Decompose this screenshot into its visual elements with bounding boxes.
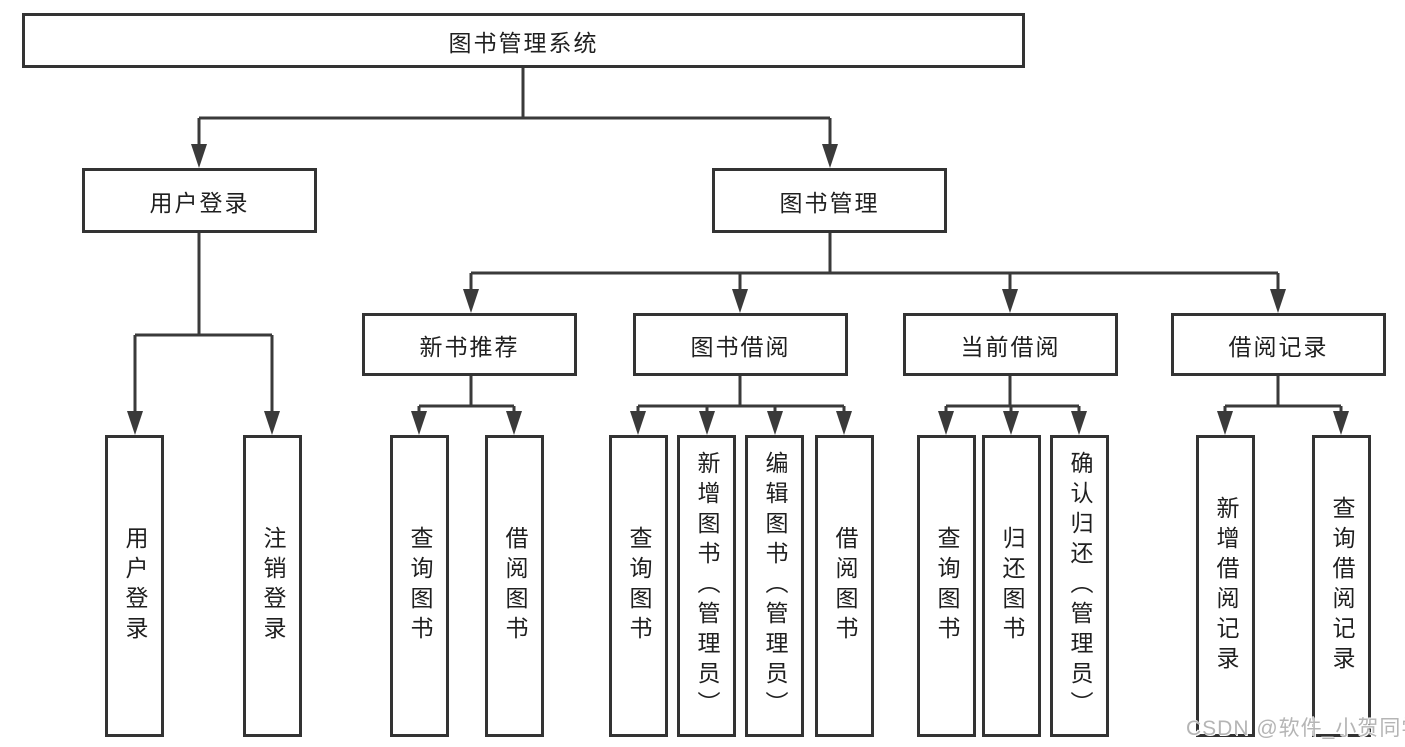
- connector-current-borrow-to-leaves: [938, 376, 1087, 435]
- node-new-book-recommend: 新书推荐: [362, 313, 577, 376]
- connector-borrow-record-to-leaves: [1217, 376, 1349, 435]
- node-label: 确认归还（管理员）: [1067, 451, 1093, 721]
- leaf-cb-confirm-return-admin: 确认归还（管理员）: [1050, 435, 1109, 737]
- leaf-br-add-record: 新增借阅记录: [1196, 435, 1255, 737]
- node-label: 查询借阅记录: [1329, 496, 1355, 676]
- arrow-head: [1333, 411, 1349, 435]
- node-label: 新增图书（管理员）: [694, 451, 720, 721]
- arrow-head: [1002, 289, 1018, 313]
- arrow-head: [1270, 289, 1286, 313]
- connector-book-borrow-to-leaves: [630, 376, 852, 435]
- node-label: 编辑图书（管理员）: [762, 451, 788, 721]
- arrow-head: [264, 411, 280, 435]
- arrow-head: [699, 411, 715, 435]
- node-root-system: 图书管理系统: [22, 13, 1025, 68]
- node-label: 图书管理系统: [448, 29, 599, 56]
- arrow-head: [630, 411, 646, 435]
- node-book-borrow: 图书借阅: [633, 313, 848, 376]
- arrow-head: [506, 411, 522, 435]
- connector-root-to-level2: [191, 68, 838, 168]
- node-label: 新书推荐: [419, 333, 520, 360]
- connector-user-login-to-leaves: [127, 233, 280, 435]
- node-label: 归还图书: [999, 526, 1025, 646]
- leaf-bb-add-books-admin: 新增图书（管理员）: [677, 435, 736, 737]
- node-label: 用户登录: [149, 189, 250, 216]
- node-label: 图书借阅: [690, 333, 791, 360]
- leaf-br-query-record: 查询借阅记录: [1312, 435, 1371, 737]
- node-label: 图书管理: [779, 189, 880, 216]
- node-book-management: 图书管理: [712, 168, 947, 233]
- arrow-head: [822, 144, 838, 168]
- node-user-login: 用户登录: [82, 168, 317, 233]
- arrow-head: [191, 144, 207, 168]
- leaf-user-login: 用户登录: [105, 435, 164, 737]
- arrow-head: [836, 411, 852, 435]
- node-label: 查询图书: [626, 526, 652, 646]
- node-label: 注销登录: [260, 526, 286, 646]
- leaf-nbr-query-books: 查询图书: [390, 435, 449, 737]
- arrow-head: [463, 289, 479, 313]
- node-borrow-record: 借阅记录: [1171, 313, 1386, 376]
- arrow-head: [767, 411, 783, 435]
- connector-book-management-to-level3: [463, 233, 1286, 313]
- node-label: 用户登录: [122, 526, 148, 646]
- node-label: 当前借阅: [960, 333, 1061, 360]
- node-label: 新增借阅记录: [1213, 496, 1239, 676]
- leaf-logout: 注销登录: [243, 435, 302, 737]
- arrow-head: [1003, 411, 1019, 435]
- connector-new-book-recommend-to-leaves: [411, 376, 522, 435]
- watermark: CSDN @软件_小贺同学: [1186, 717, 1405, 740]
- arrow-head: [1217, 411, 1233, 435]
- node-label: 借阅图书: [502, 526, 528, 646]
- leaf-cb-return-books: 归还图书: [982, 435, 1041, 737]
- leaf-cb-query-books: 查询图书: [917, 435, 976, 737]
- leaf-bb-query-books: 查询图书: [609, 435, 668, 737]
- leaf-bb-edit-books-admin: 编辑图书（管理员）: [745, 435, 804, 737]
- arrow-head: [938, 411, 954, 435]
- node-current-borrow: 当前借阅: [903, 313, 1118, 376]
- arrow-head: [732, 289, 748, 313]
- arrow-head: [127, 411, 143, 435]
- node-label: 借阅图书: [832, 526, 858, 646]
- leaf-nbr-borrow-books: 借阅图书: [485, 435, 544, 737]
- arrow-head: [411, 411, 427, 435]
- leaf-bb-borrow-books: 借阅图书: [815, 435, 874, 737]
- node-label: 借阅记录: [1228, 333, 1329, 360]
- node-label: 查询图书: [407, 526, 433, 646]
- node-label: 查询图书: [934, 526, 960, 646]
- arrow-head: [1071, 411, 1087, 435]
